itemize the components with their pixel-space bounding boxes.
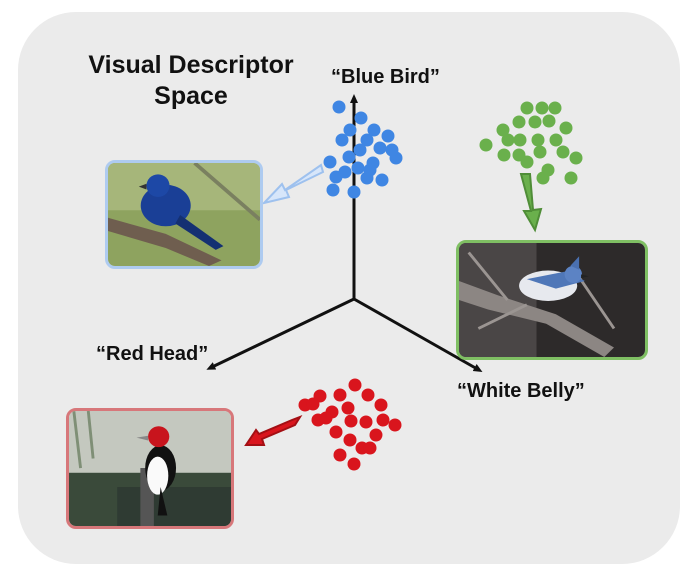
cluster-dot: [338, 165, 352, 179]
cluster-dot: [385, 143, 399, 157]
cluster-dot: [548, 101, 562, 115]
cluster-dot: [335, 133, 349, 147]
cluster-dot: [329, 425, 343, 439]
cluster-dot: [513, 133, 527, 147]
blue-jay-photo: [456, 240, 648, 360]
cluster-dot: [344, 414, 358, 428]
cluster-dot: [559, 121, 573, 135]
cluster-dot: [348, 378, 362, 392]
cluster-dot: [520, 101, 534, 115]
cluster-dot: [374, 398, 388, 412]
cluster-dot: [347, 457, 361, 471]
cluster-dot: [549, 133, 563, 147]
axis-label-red-head: “Red Head”: [96, 343, 209, 365]
cluster-dot: [373, 141, 387, 155]
cluster-dot: [479, 138, 493, 152]
cluster-dot: [501, 133, 515, 147]
blue-arrow: [260, 163, 325, 205]
axis-label-blue-bird: “Blue Bird”: [331, 66, 440, 88]
blue-bird-cluster: [323, 100, 403, 199]
cluster-dot: [533, 145, 547, 159]
cluster-dot: [496, 123, 510, 137]
cluster-dot: [369, 428, 383, 442]
green-cluster: [479, 101, 583, 185]
cluster-dot: [367, 123, 381, 137]
cluster-dot: [497, 148, 511, 162]
cluster-dot: [333, 448, 347, 462]
cluster-dot: [333, 388, 347, 402]
red-arrow: [244, 415, 303, 446]
cluster-dot: [542, 114, 556, 128]
indigo-bunting-photo: [105, 160, 263, 269]
cluster-dot: [323, 155, 337, 169]
red-cluster: [298, 378, 402, 471]
cluster-dot: [342, 150, 356, 164]
indigo-bunting-image: [108, 163, 260, 266]
cluster-dot: [556, 145, 570, 159]
cluster-dot: [341, 401, 355, 415]
cluster-dot: [359, 415, 373, 429]
cluster-dot: [326, 183, 340, 197]
clusters: [298, 100, 583, 471]
red-headed-woodpecker-photo: [66, 408, 234, 529]
title-line-2: Space: [154, 82, 228, 110]
axis-red-head: [206, 297, 355, 370]
cluster-dot: [343, 433, 357, 447]
blue-jay-image: [459, 243, 645, 357]
green-arrow: [519, 173, 543, 233]
cluster-dot: [564, 171, 578, 185]
axis-white-belly: [353, 297, 483, 372]
cluster-dot: [536, 171, 550, 185]
cluster-dot: [531, 133, 545, 147]
cluster-dot: [353, 143, 367, 157]
cluster-dot: [388, 418, 402, 432]
cluster-dot: [306, 397, 320, 411]
title-line-1: Visual Descriptor: [88, 51, 294, 79]
cluster-dot: [381, 129, 395, 143]
cluster-dot: [347, 185, 361, 199]
cluster-dot: [528, 115, 542, 129]
cluster-dot: [569, 151, 583, 165]
cluster-dot: [363, 441, 377, 455]
cluster-dot: [319, 411, 333, 425]
axis-label-white-belly: “White Belly”: [457, 380, 585, 402]
cluster-dot: [520, 155, 534, 169]
cluster-dot: [351, 161, 365, 175]
cluster-dot: [363, 163, 377, 177]
cluster-dot: [375, 173, 389, 187]
cluster-dot: [512, 115, 526, 129]
cluster-dot: [376, 413, 390, 427]
diagram-title: Visual Descriptor Space: [76, 50, 306, 112]
cluster-dot: [354, 111, 368, 125]
cluster-dot: [361, 388, 375, 402]
cluster-dot: [360, 133, 374, 147]
cluster-dot: [535, 101, 549, 115]
woodpecker-image: [69, 411, 231, 526]
cluster-dot: [343, 123, 357, 137]
cluster-dot: [332, 100, 346, 114]
